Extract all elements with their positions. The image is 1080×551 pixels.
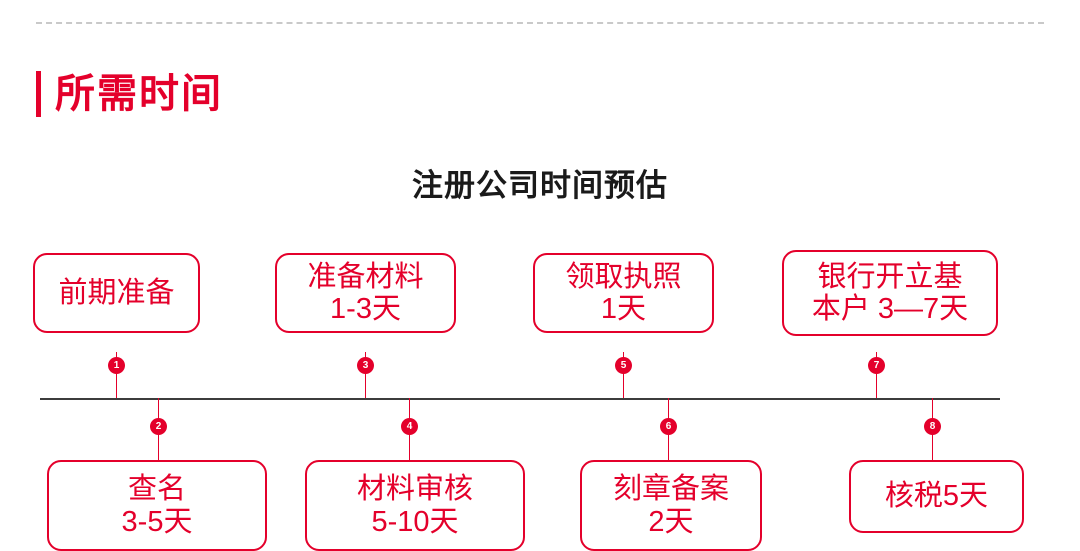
top-divider [36,22,1044,24]
stem-step-1 [116,352,117,398]
step-box-8[interactable]: 核税5天 [849,460,1024,533]
step-box-6[interactable]: 刻章备案 2天 [580,460,762,551]
bullet-step-8: 8 [924,418,941,435]
stem-step-3 [365,352,366,398]
accent-bar [36,71,41,117]
bullet-step-1: 1 [108,357,125,374]
bullet-step-7: 7 [868,357,885,374]
step-box-5[interactable]: 领取执照 1天 [533,253,714,333]
timeline-axis [40,398,1000,400]
bullet-step-4: 4 [401,418,418,435]
step-box-3[interactable]: 准备材料 1-3天 [275,253,456,333]
bullet-step-5: 5 [615,357,632,374]
step-box-4[interactable]: 材料审核 5-10天 [305,460,525,551]
chart-title: 注册公司时间预估 [412,168,668,203]
step-box-2[interactable]: 查名 3-5天 [47,460,267,551]
bullet-step-2: 2 [150,418,167,435]
step-box-1[interactable]: 前期准备 [33,253,200,333]
step-box-7[interactable]: 银行开立基 本户 3—7天 [782,250,998,336]
bullet-step-3: 3 [357,357,374,374]
stem-step-7 [876,352,877,398]
bullet-step-6: 6 [660,418,677,435]
stem-step-5 [623,352,624,398]
section-heading-label: 所需时间 [55,72,223,116]
section-heading: 所需时间 [36,66,223,122]
